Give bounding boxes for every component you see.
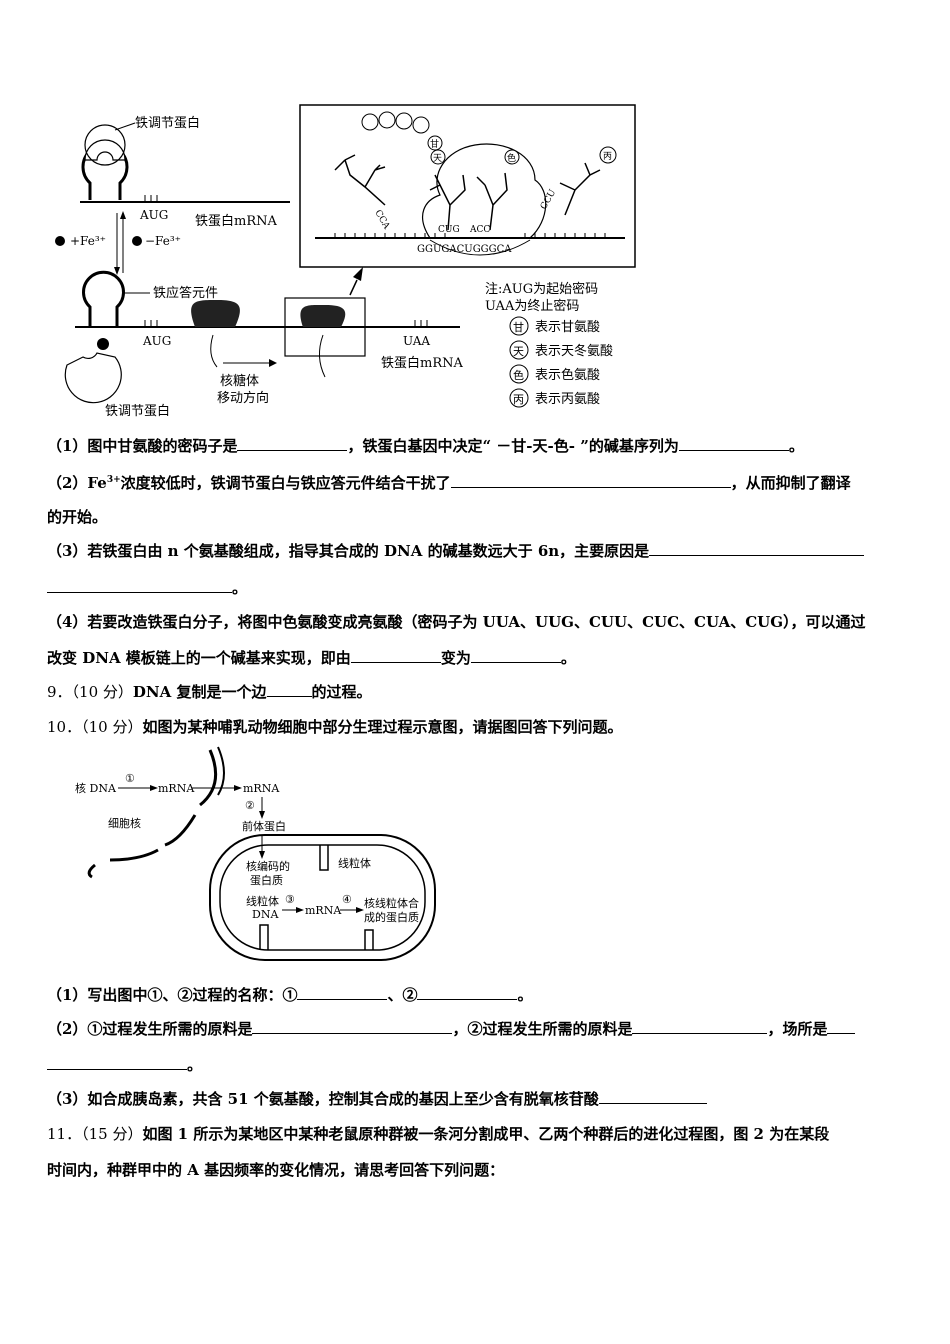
inset-box (299, 104, 636, 268)
fig-nucleus: 细胞核 (108, 816, 141, 830)
answer-blank[interactable] (266, 682, 312, 697)
inset-sequence: GGUGACUGGGCA (417, 244, 512, 255)
q11-stem: 11．（15 分）如图 1 所示为某地区中某种老鼠原种群被一条河分割成甲、乙两个… (47, 1125, 830, 1143)
fig-mrna1: mRNA (158, 782, 195, 795)
q8-part4-cont: 改变 DNA 模板链上的一个碱基来实现，即由变为。 (47, 648, 576, 667)
label-ribosome-dir-1: 核糖体 (220, 373, 259, 389)
label-ire: 铁应答元件 (153, 285, 218, 301)
q8-part2-cont: 的开始。 (47, 508, 108, 526)
fig-joint-1: 核线粒体合 (364, 896, 419, 910)
inset-aa-tian: 天 (433, 154, 442, 164)
legend-item-gan: 甘 表示甘氨酸 (509, 316, 600, 336)
q10-part2-cont: 。 (47, 1055, 907, 1075)
label-aug-top: AUG (139, 208, 168, 222)
q10-stem: 10．（10 分）如图为某种哺乳动物细胞中部分生理过程示意图，请据图回答下列问题… (47, 718, 623, 736)
fig-nuclear-protein-1: 核编码的 (246, 859, 290, 873)
q8-part2: （2）Fe3+浓度较低时，铁调节蛋白与铁应答元件结合干扰了，从而抑制了翻译 (47, 473, 851, 492)
answer-blank[interactable] (598, 1089, 707, 1104)
ribosome-icon (191, 300, 240, 327)
label-ribosome-dir-2: 移动方向 (217, 390, 269, 406)
label-uaa: UAA (403, 334, 430, 348)
answer-blank[interactable] (350, 648, 441, 663)
inset-anticodon-left: CCA (372, 209, 391, 232)
label-mrna-top: 铁蛋白mRNA (195, 213, 277, 229)
legend-text: 表示甘氨酸 (535, 320, 600, 335)
legend-text: 表示丙氨酸 (535, 392, 600, 407)
answer-blank[interactable] (678, 436, 789, 451)
label-regulator-top: 铁调节蛋白 (135, 115, 200, 131)
regulator-protein-bottom-icon (64, 352, 122, 404)
fe-dot-icon-2 (132, 236, 142, 246)
fig-nuclear-dna: 核 DNA (75, 781, 117, 795)
legend-symbol: 丙 (513, 393, 524, 406)
fig-nuclear-protein-2: 蛋白质 (250, 873, 283, 887)
label-mrna-bottom: 铁蛋白mRNA (381, 355, 463, 371)
label-plus-fe: +Fe³⁺ (70, 234, 106, 248)
q10-part1: （1）写出图中①、②过程的名称：①、②。 (47, 985, 533, 1004)
fe-dot-icon (55, 236, 65, 246)
note-line2: UAA为终止密码 (485, 298, 579, 314)
fig-mito: 线粒体 (338, 856, 371, 870)
answer-blank[interactable] (417, 985, 518, 1000)
inset-aa-se: 色 (507, 152, 516, 164)
answer-blank[interactable] (827, 1019, 856, 1034)
inset-codon-2: ACC (469, 225, 490, 235)
answer-blank[interactable] (649, 541, 865, 556)
fig-step3: ③ (285, 893, 295, 906)
fig-mrna3: mRNA (305, 904, 342, 917)
q8-part1: （1）图中甘氨酸的密码子是，铁蛋白基因中决定“ －甘-天-色- ”的碱基序列为。 (47, 436, 804, 455)
legend-text: 表示天冬氨酸 (535, 343, 613, 359)
inset-anticodon-right: CCU (539, 188, 559, 212)
fig-mito-dna-1: 线粒体 (246, 894, 279, 908)
fig-step1: ① (125, 772, 135, 785)
answer-blank[interactable] (632, 1019, 768, 1034)
q8-part3-cont: 。 (47, 578, 907, 598)
q9: 9．（10 分）DNA 复制是一个边的过程。 (47, 682, 372, 701)
q11-stem-cont: 时间内，种群甲中的 A 基因频率的变化情况，请思考回答下列问题： (47, 1161, 505, 1179)
q8-part3: （3）若铁蛋白由 n 个氨基酸组成，指导其合成的 DNA 的碱基数远大于 6n，… (47, 541, 907, 561)
label-minus-fe: −Fe³⁺ (145, 234, 181, 248)
legend-item-bing: 丙 表示丙氨酸 (509, 388, 600, 408)
regulator-protein-top-icon (84, 139, 126, 161)
legend-item-tian: 天 表示天冬氨酸 (509, 340, 613, 360)
answer-blank[interactable] (297, 985, 388, 1000)
fig-mrna2: mRNA (243, 782, 280, 795)
answer-blank[interactable] (470, 648, 561, 663)
answer-blank[interactable] (237, 436, 348, 451)
fig-joint-2: 成的蛋白质 (364, 910, 419, 924)
legend-symbol: 甘 (513, 321, 524, 334)
inset-codon-1: CUG (438, 225, 460, 235)
fig-mito-dna-2: DNA (252, 908, 279, 921)
q10-part3: （3）如合成胰岛素，共含 51 个氨基酸，控制其合成的基因上至少含有脱氧核苷酸 (47, 1089, 907, 1109)
answer-blank[interactable] (450, 473, 731, 488)
label-regulator-bottom: 铁调节蛋白 (105, 403, 170, 419)
inset-aa-gan: 甘 (430, 138, 439, 150)
label-aug-bottom: AUG (142, 334, 171, 348)
answer-blank[interactable] (252, 1019, 453, 1034)
legend-item-se: 色 表示色氨酸 (509, 364, 600, 384)
legend-symbol: 天 (513, 345, 524, 358)
note-title: 注:AUG为起始密码 (485, 281, 598, 297)
fig-step4: ④ (342, 893, 352, 906)
mitochondria-figure: 核 DNA ① mRNA mRNA ② 前体蛋白 细胞核 核编码的 蛋白质 线粒… (75, 746, 436, 961)
fig-step2: ② (245, 799, 255, 812)
q10-part2: （2）①过程发生所需的原料是，②过程发生所需的原料是，场所是 (47, 1019, 907, 1039)
answer-blank[interactable] (47, 578, 232, 593)
fig-precursor: 前体蛋白 (242, 819, 286, 833)
iron-regulation-figure: 铁调节蛋白 AUG 铁蛋白mRNA +Fe³⁺ −Fe³⁺ 铁应答元件 AUG … (55, 104, 636, 419)
q8-part4: （4）若要改造铁蛋白分子，将图中色氨酸变成亮氨酸（密码子为 UUA、UUG、CU… (47, 613, 866, 631)
answer-blank[interactable] (47, 1055, 187, 1070)
legend-text: 表示色氨酸 (535, 367, 600, 383)
ribosome-boxed-icon (300, 304, 346, 327)
legend-symbol: 色 (513, 368, 524, 382)
inset-aa-bing: 丙 (603, 151, 612, 162)
